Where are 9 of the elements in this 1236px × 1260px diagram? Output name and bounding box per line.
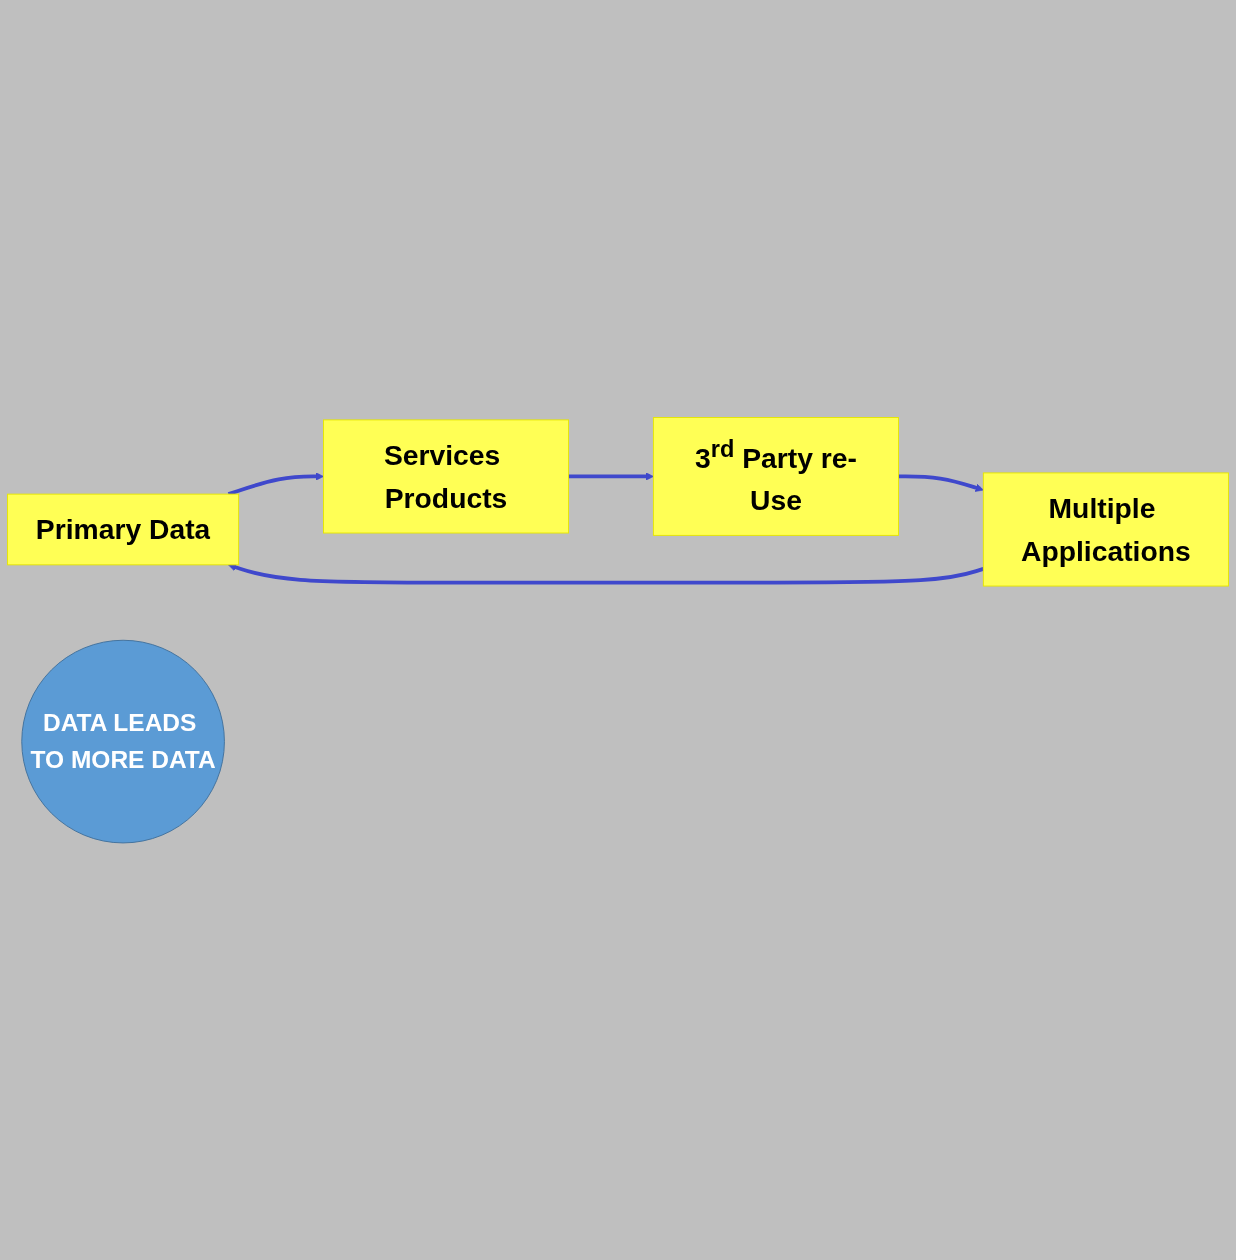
node-box: 3$^{rd}$ Party re-Use	[652, 416, 899, 536]
node-box: Multiple Applications	[982, 472, 1229, 587]
node-box: Services Products	[323, 419, 570, 534]
arrow	[568, 472, 654, 481]
arrow	[227, 472, 324, 496]
arrow	[228, 563, 984, 585]
node-box: Primary Data	[7, 493, 240, 566]
arrow	[898, 474, 984, 492]
node-circle: DATA LEADS TO MORE DATA	[21, 639, 225, 844]
